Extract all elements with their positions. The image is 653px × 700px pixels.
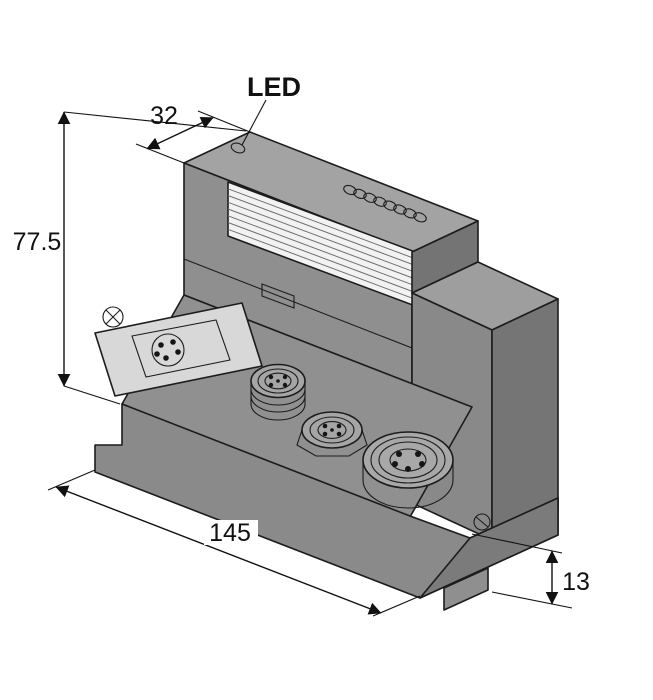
connector-pin xyxy=(322,423,328,429)
connector-m12-middle xyxy=(296,411,368,457)
witness-line xyxy=(47,469,96,491)
thread-ridge xyxy=(250,388,306,406)
connector-pin xyxy=(268,382,274,388)
led-window xyxy=(353,188,367,200)
service-plate xyxy=(94,302,263,397)
witness-line xyxy=(135,143,185,164)
service-pin xyxy=(163,355,169,361)
witness-line xyxy=(63,111,247,132)
dimension-145: 145 xyxy=(209,519,251,547)
label-stripe xyxy=(227,228,427,304)
dimension-text-mask xyxy=(204,520,258,545)
connector-pin xyxy=(330,428,334,432)
screw-head xyxy=(102,306,124,328)
service-pin xyxy=(158,342,164,348)
led-leader-line xyxy=(241,99,267,146)
connector-barrel xyxy=(250,380,306,421)
connector-pin xyxy=(415,451,421,457)
witness-line xyxy=(63,385,121,405)
service-pin xyxy=(170,339,176,345)
dimension-line-145 xyxy=(55,485,382,615)
label-stripe xyxy=(227,188,427,264)
dimension-line-32 xyxy=(146,116,214,150)
connector-ring xyxy=(370,436,446,484)
label-stripe xyxy=(227,201,427,277)
connector-pin xyxy=(392,461,398,467)
connector-ring xyxy=(378,441,438,479)
connector-pin xyxy=(396,451,402,457)
connector-pin xyxy=(405,466,411,472)
led-label: LED xyxy=(247,72,301,102)
service-pin xyxy=(175,349,181,355)
connector-ring xyxy=(309,416,355,444)
plate-screw xyxy=(102,306,124,328)
connector-pin xyxy=(336,431,342,437)
label-stripe xyxy=(227,215,427,291)
connector-pin xyxy=(282,382,288,388)
connector-pin xyxy=(276,379,280,383)
mounting-screw xyxy=(473,513,491,531)
led-indicator-hole xyxy=(230,142,246,154)
led-window xyxy=(343,184,357,196)
connector-pin xyxy=(322,431,328,437)
module-body xyxy=(94,131,559,611)
screw-cross xyxy=(105,309,121,325)
connector-pin xyxy=(282,374,288,380)
screw-head xyxy=(473,513,491,531)
service-pin xyxy=(154,351,160,357)
witness-line xyxy=(491,591,573,609)
screw-slot xyxy=(475,516,489,528)
label-stripe xyxy=(227,222,427,297)
label-stripe xyxy=(227,208,427,284)
dimension-text-mask xyxy=(12,228,62,256)
led-window xyxy=(413,212,427,223)
thread-ridge xyxy=(250,395,306,413)
housing-seam xyxy=(183,258,413,349)
witness-line xyxy=(197,110,251,133)
led-window xyxy=(363,192,377,203)
base-right-end-face xyxy=(419,497,559,599)
connector-insert xyxy=(264,372,292,390)
service-plate-window xyxy=(131,319,231,378)
connector-face xyxy=(362,431,454,489)
dimension-32: 32 xyxy=(150,102,178,130)
dimension-13: 13 xyxy=(562,568,590,596)
service-connector xyxy=(151,333,185,367)
led-window xyxy=(393,204,407,215)
led-window xyxy=(383,200,397,211)
mounting-foot xyxy=(443,567,489,611)
led-window xyxy=(403,208,417,219)
connector-m12-left xyxy=(250,363,306,421)
witness-line xyxy=(471,533,563,554)
dimension-77-5: 77.5 xyxy=(13,228,62,256)
release-latch xyxy=(261,283,295,309)
connector-insert xyxy=(317,421,347,439)
connector-pin xyxy=(419,461,425,467)
dimensions: LED 32 77.5 145 13 xyxy=(12,72,590,617)
led-window xyxy=(373,196,387,207)
connector-pin xyxy=(268,374,274,380)
connector-pin xyxy=(336,423,342,429)
connector-ring xyxy=(257,368,299,394)
led-windows xyxy=(343,184,427,223)
label-stripe xyxy=(227,195,427,270)
